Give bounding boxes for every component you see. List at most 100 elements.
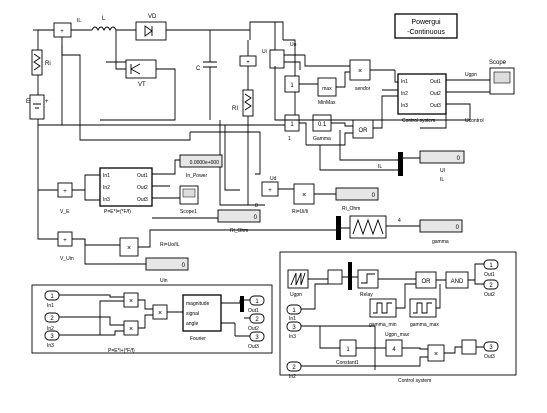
svg-text:×: × (129, 326, 133, 333)
current-measurement-IL[interactable] (53, 22, 72, 38)
svg-text:VT: VT (138, 82, 146, 88)
svg-text:2: 2 (255, 317, 259, 323)
svg-text:P=E*i+(*F/f): P=E*i+(*F/f) (108, 348, 135, 354)
svg-text:In2: In2 (401, 91, 408, 97)
voltage-sensor-Ui[interactable] (269, 49, 285, 69)
svg-text:Uo: Uo (290, 42, 297, 48)
transistor-VT[interactable] (125, 59, 157, 79)
ctrl-port-out1 (483, 259, 499, 270)
svg-text:In1: In1 (289, 316, 296, 322)
svg-text:OR: OR (422, 279, 432, 285)
svg-text:Out1: Out1 (484, 272, 495, 278)
diode-VD[interactable] (135, 21, 167, 41)
port-out2 (249, 313, 265, 324)
ctrl-port-out2 (483, 279, 499, 290)
display-UI (419, 150, 465, 164)
svg-text:2: 2 (292, 365, 296, 371)
port-out1 (249, 295, 265, 306)
svg-text:0.0000e+000: 0.0000e+000 (190, 160, 220, 166)
svg-text:Ugpn: Ugpn (465, 72, 477, 78)
svg-text:×: × (358, 68, 362, 75)
dc-source-E[interactable] (29, 94, 45, 120)
svg-text:In3: In3 (289, 334, 296, 340)
svg-text:P=E*I=(*F/f): P=E*I=(*F/f) (104, 209, 131, 215)
svg-text:1: 1 (292, 308, 296, 314)
svg-text:OR: OR (359, 128, 369, 134)
svg-text:Out1: Out1 (248, 308, 259, 314)
svg-text:In3: In3 (47, 343, 54, 349)
svg-text:×: × (158, 310, 162, 317)
svg-text:Relay: Relay (360, 292, 373, 298)
svg-text:+: + (45, 99, 49, 105)
svg-text:V_Uin: V_Uin (60, 256, 74, 262)
mux-gamma (336, 216, 341, 240)
svg-text:1: 1 (290, 122, 294, 128)
pulse-gamma_max (409, 298, 437, 318)
svg-text:Gamma: Gamma (313, 136, 331, 142)
svg-text:IL: IL (440, 177, 444, 183)
svg-text:0.1: 0.1 (318, 122, 327, 128)
svg-text:+: + (246, 60, 250, 66)
top-control-section: 1 max MinMax × sendor 1 1 0.1 Gamma OR I… (269, 49, 515, 183)
svg-text:3: 3 (255, 335, 259, 341)
svg-text:Out2: Out2 (137, 185, 148, 191)
svg-text:3: 3 (50, 334, 54, 340)
svg-text:Ri_Ohm: Ri_Ohm (342, 206, 360, 212)
svg-text:Out2: Out2 (248, 326, 259, 332)
svg-text:Ucontrol: Ucontrol (465, 118, 484, 124)
svg-text:2: 2 (50, 316, 54, 322)
display-Ri_Ohm2 (217, 209, 261, 223)
middle-measure-section: + V_E + V_Uin In1 In2 In3 Out1 Out2 Out3… (37, 154, 463, 284)
svg-text:1: 1 (288, 136, 291, 142)
svg-text:Out1: Out1 (430, 79, 441, 85)
svg-text:In3: In3 (401, 103, 408, 109)
svg-text:In2: In2 (103, 185, 110, 191)
svg-text:In2: In2 (289, 374, 296, 380)
svg-text:×: × (434, 351, 438, 358)
svg-text:Ugpn: Ugpn (290, 292, 302, 298)
power-subsystem[interactable] (99, 167, 153, 207)
svg-text:max: max (322, 86, 332, 92)
control-system-subsystem[interactable] (397, 73, 447, 115)
inductor-L[interactable] (91, 26, 117, 32)
ctrl-port-in2 (286, 361, 302, 372)
resistor-Ri[interactable] (31, 49, 43, 76)
resistor-RI[interactable] (242, 89, 254, 117)
svg-text:0: 0 (372, 193, 376, 199)
svg-text:0: 0 (457, 156, 461, 162)
svg-text:MinMax: MinMax (318, 100, 336, 106)
fourier-block (182, 294, 222, 332)
port-out3 (249, 331, 265, 342)
svg-text:Scope1: Scope1 (180, 209, 197, 215)
ctrl-port-out3 (483, 341, 499, 352)
svg-text:3: 3 (292, 325, 296, 331)
svg-text:L: L (102, 16, 106, 22)
svg-text:Out2: Out2 (430, 91, 441, 97)
svg-text:In3: In3 (103, 197, 110, 203)
svg-text:1: 1 (290, 83, 294, 89)
svg-text:VD: VD (148, 14, 157, 20)
capacitor-C[interactable] (203, 30, 217, 120)
svg-text:Ri=Uo/IL: Ri=Uo/IL (160, 242, 180, 248)
svg-text:Ri_Ohm: Ri_Ohm (230, 228, 248, 234)
svg-text:UI: UI (440, 168, 445, 174)
powergui-block[interactable]: Powergui -Continuous (394, 13, 458, 39)
svg-text:+: + (60, 29, 64, 35)
svg-text:Ud: Ud (270, 176, 277, 182)
svg-text:C: C (196, 66, 201, 72)
svg-text:3: 3 (489, 345, 493, 351)
svg-text:Out1: Out1 (137, 173, 148, 179)
svg-text:E: E (26, 99, 30, 105)
svg-text:RI: RI (232, 106, 238, 112)
svg-text:Uin: Uin (160, 278, 168, 284)
svg-text:magnitude: magnitude (186, 301, 210, 307)
svg-text:×: × (129, 298, 133, 305)
svg-text:AND: AND (451, 279, 464, 285)
svg-text:Scope: Scope (489, 60, 507, 66)
svg-text:1: 1 (255, 299, 259, 305)
mux-UI-IL (398, 152, 403, 176)
svg-text:Ugpn_max: Ugpn_max (385, 332, 410, 338)
control-system-detail: Ugpn 1 In1 3 In3 2 In2 Relay gamma_min g… (279, 251, 517, 384)
label-Ri: Ri (45, 61, 51, 67)
